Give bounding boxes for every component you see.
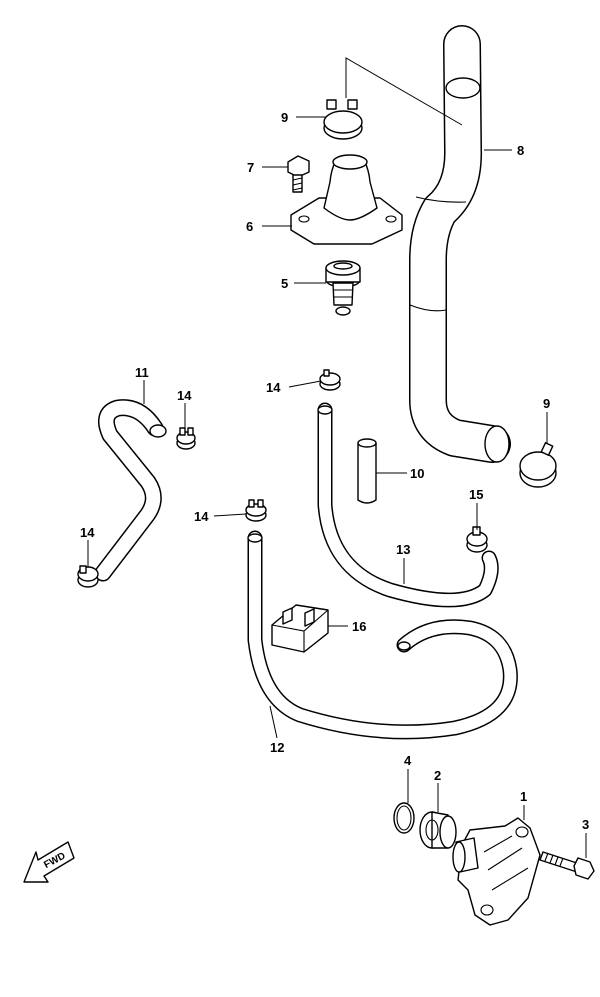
callout-1: 1	[520, 789, 527, 804]
callout-9-lower: 9	[543, 396, 550, 411]
part-14-clamp-b	[77, 565, 99, 588]
callout-14-b: 14	[80, 525, 95, 540]
part-14-clamp-c	[319, 369, 341, 391]
callout-5: 5	[281, 276, 288, 291]
part-1-housing	[452, 817, 541, 926]
callout-14-a: 14	[177, 388, 192, 403]
fwd-arrow: FWD	[23, 841, 75, 883]
callout-4: 4	[404, 753, 412, 768]
part-15-clamp	[466, 526, 488, 553]
part-6-thermostat-cover	[290, 154, 403, 245]
callout-3: 3	[582, 817, 589, 832]
callout-14-c: 14	[266, 380, 281, 395]
part-13-hose	[317, 402, 499, 608]
leader-lines	[87, 57, 587, 858]
part-9-clamp-upper	[323, 99, 363, 140]
callout-15: 15	[469, 487, 483, 502]
callout-12: 12	[270, 740, 284, 755]
part-2-fitting	[419, 811, 457, 849]
part-10-pipe	[357, 438, 377, 504]
part-9-clamp-lower	[519, 442, 557, 488]
part-16-holder	[271, 604, 329, 653]
callout-11: 11	[135, 365, 149, 380]
part-4-o-ring	[393, 802, 415, 834]
callout-7: 7	[247, 160, 254, 175]
part-5-thermostat	[325, 260, 361, 316]
part-14-clamp-a	[176, 427, 196, 450]
part-14-clamp-d	[245, 499, 267, 522]
part-11-hose	[94, 399, 167, 582]
callout-10: 10	[410, 466, 424, 481]
callout-labels: 9 8 7 6 5 9 11 14 14 14 14 15 10 13 16 1…	[80, 110, 589, 832]
part-3-bolt	[539, 851, 595, 880]
callout-6: 6	[246, 219, 253, 234]
callout-16: 16	[352, 619, 366, 634]
callout-13: 13	[396, 542, 410, 557]
callout-2: 2	[434, 768, 441, 783]
callout-14-d: 14	[194, 509, 209, 524]
part-7-bolt	[287, 155, 310, 193]
part-12-hose	[247, 530, 518, 740]
callout-8: 8	[517, 143, 524, 158]
part-8-hose	[409, 25, 511, 463]
callout-9-upper: 9	[281, 110, 288, 125]
